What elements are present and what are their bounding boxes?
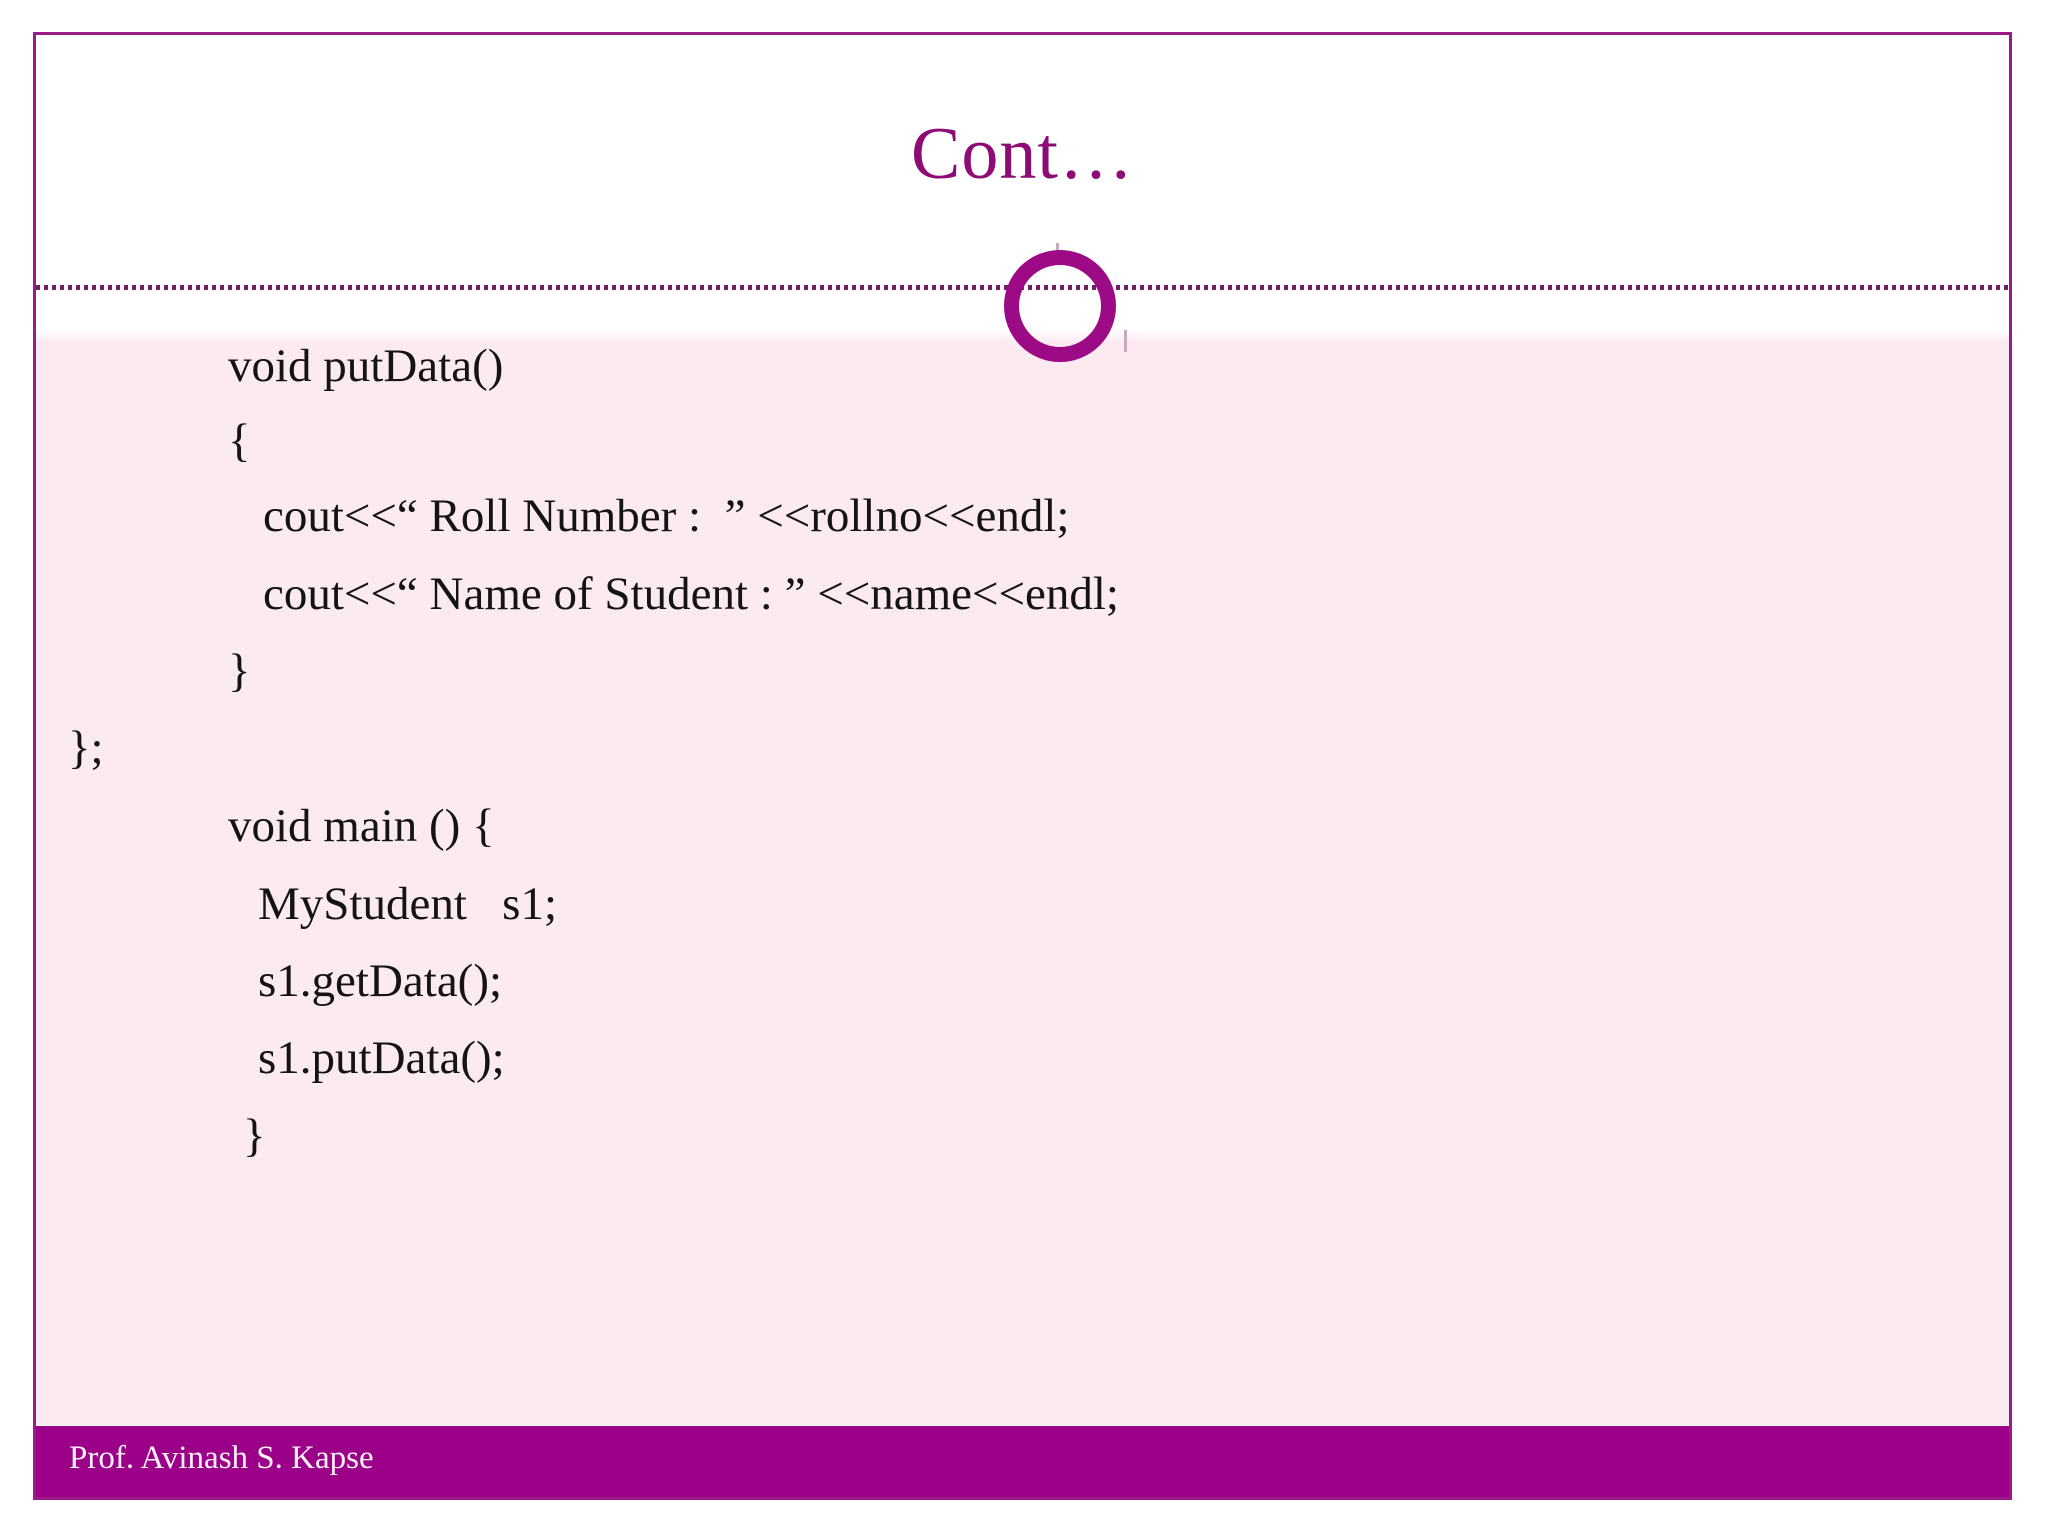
code-line: }: [243, 1110, 266, 1162]
page-title: Cont…: [911, 113, 1134, 195]
code-line: {: [228, 415, 251, 467]
footer-bar: Prof. Avinash S. Kapse: [36, 1425, 2009, 1497]
code-line: MyStudent s1;: [258, 878, 558, 930]
ring-tick-bottom-icon: [1124, 330, 1127, 352]
code-line: void putData(): [228, 340, 504, 392]
code-line: cout<<“ Roll Number : ” <<rollno<<endl;: [263, 490, 1070, 542]
code-line: s1.getData();: [258, 955, 503, 1007]
slide-body: void putData() {cout<<“ Roll Number : ” <…: [36, 313, 2009, 1497]
slide: Cont… void putData() {cout<<“ Roll Number…: [33, 32, 2012, 1500]
code-line: s1.putData();: [258, 1032, 505, 1084]
code-line: };: [68, 722, 104, 774]
code-line: void main () {: [228, 800, 495, 852]
footer-author: Prof. Avinash S. Kapse: [69, 1440, 374, 1476]
ring-ornament-icon: [1004, 250, 1116, 362]
code-line: cout<<“ Name of Student : ” <<name<<endl…: [263, 568, 1119, 620]
code-line: }: [228, 645, 251, 697]
